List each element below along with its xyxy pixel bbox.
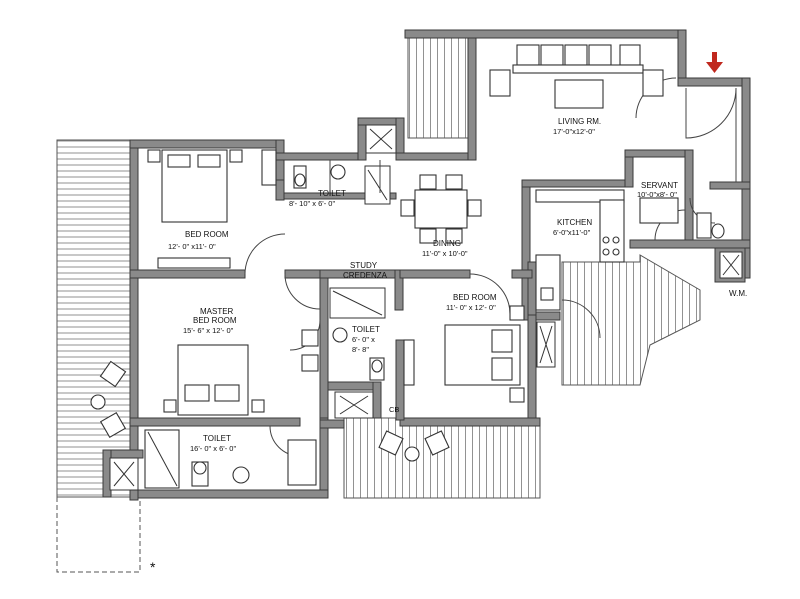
walls [102,29,751,501]
bedroom-top-label: BED ROOM [185,230,229,239]
top-balcony [407,32,469,139]
entry-arrow-icon [706,52,723,73]
bed-top-bedroom [147,149,277,269]
study-label: STUDY [350,261,378,270]
master-label-line2: BED ROOM [193,316,237,325]
kitchen-dim: 6'-0"x11'-0" [553,228,591,237]
toilet-mid-dim1: 6'- 0" x [352,335,375,344]
cb-label: CB [389,405,399,414]
kitchen-counters [535,189,625,311]
toilet-bottom-label: TOILET [203,434,231,443]
right-balcony [561,254,701,386]
toilet-top-dim: 8'- 10" x 6'- 0" [289,199,335,208]
dining-table [400,174,482,244]
outdoor-chairs [90,360,450,462]
toilet-mid-dim2: 8'- 8" [352,345,369,354]
door-swings [244,77,737,457]
bedroom-top-dim: 12'- 0" x11'- 0" [168,242,216,251]
living-room-label: LIVING RM. [558,117,601,126]
bedroom-right-label: BED ROOM [453,293,497,302]
note-mark: * [150,559,156,575]
master-dim: 15'- 6" x 12'- 0" [183,326,234,335]
duct-shafts [109,124,743,491]
servant-label: SERVANT [641,181,678,190]
dashed-outline [56,497,141,573]
bottom-balcony [343,417,541,499]
left-deck [56,139,133,498]
servant-dim: 10'-0"x8'- 0" [637,190,677,199]
credenza-label: CREDENZA [343,271,388,280]
servant-bed [639,197,725,239]
living-room-dim: 17'-0"x12'-0" [553,127,595,136]
living-furniture [489,44,664,109]
wm-label: W.M. [729,289,747,298]
master-label-line1: MASTER [200,307,234,316]
dining-label: DINING [433,239,461,248]
toilet-mid-label: TOILET [352,325,380,334]
toilet-fixtures [144,164,385,489]
toilet-top-label: TOILET [318,189,346,198]
kitchen-label: KITCHEN [557,218,592,227]
bed-master [163,329,319,416]
toilet-bottom-dim: 16'- 0" x 6'- 0" [190,444,236,453]
dining-dim: 11'-0" x 10'-0" [422,249,468,258]
room-labels: LIVING RM. 17'-0"x12'-0" SERVANT 10'-0"x… [168,117,747,453]
bedroom-right-dim: 11'- 0" x 12'- 0" [446,303,496,312]
bed-right-bedroom [403,305,525,403]
